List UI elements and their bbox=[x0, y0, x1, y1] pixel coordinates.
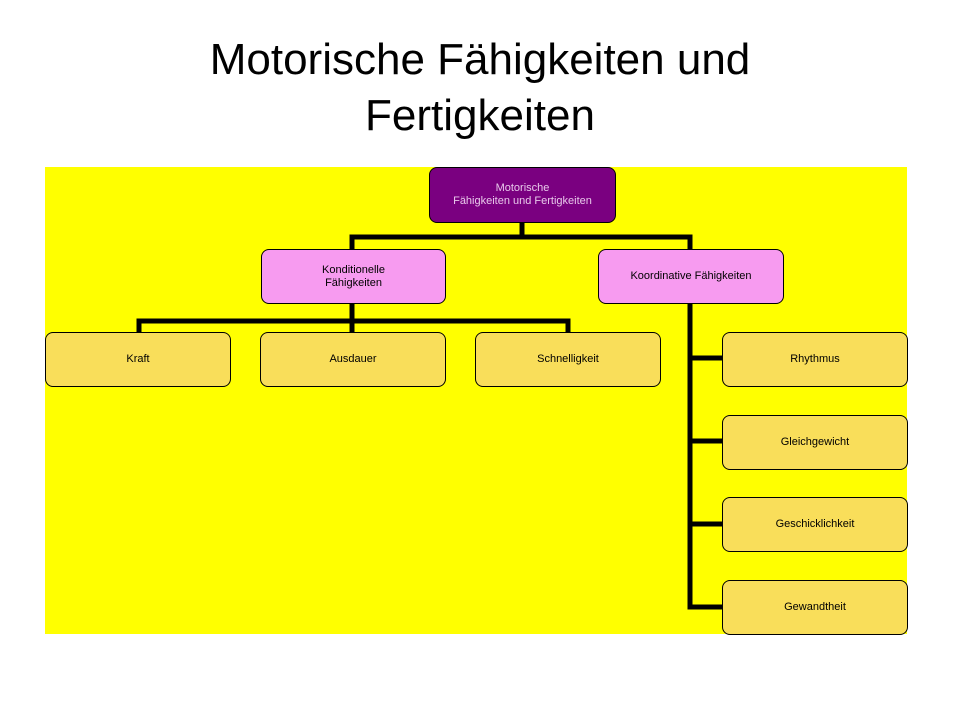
konditionelle-line-1: Konditionelle bbox=[322, 263, 385, 276]
koordinative-faehigkeiten-node: Koordinative Fähigkeiten bbox=[598, 249, 784, 304]
gleichgewicht-label: Gleichgewicht bbox=[780, 436, 850, 448]
schnelligkeit-node: Schnelligkeit bbox=[475, 332, 661, 387]
root-node-line-2: Fähigkeiten und Fertigkeiten bbox=[453, 195, 592, 207]
ausdauer-label: Ausdauer bbox=[329, 353, 377, 365]
title-line-2: Fertigkeiten bbox=[365, 91, 595, 140]
page-title: Motorische Fähigkeiten und Fertigkeiten bbox=[0, 32, 960, 144]
gewandtheit-node: Gewandtheit bbox=[722, 580, 908, 635]
rhythmus-label: Rhythmus bbox=[790, 353, 840, 365]
root-node: Motorische Fähigkeiten und Fertigkeiten bbox=[429, 167, 616, 223]
root-node-line-1: Motorische bbox=[495, 182, 550, 194]
gewandtheit-label: Gewandtheit bbox=[784, 601, 846, 613]
gleichgewicht-node: Gleichgewicht bbox=[722, 415, 908, 470]
rhythmus-node: Rhythmus bbox=[722, 332, 908, 387]
schnelligkeit-label: Schnelligkeit bbox=[537, 353, 599, 365]
kraft-node: Kraft bbox=[45, 332, 231, 387]
title-line-1: Motorische Fähigkeiten und bbox=[209, 35, 751, 84]
kraft-label: Kraft bbox=[126, 353, 150, 365]
konditionelle-line-2: Fähigkeiten bbox=[325, 276, 382, 289]
ausdauer-node: Ausdauer bbox=[260, 332, 446, 387]
geschicklichkeit-label: Geschicklichkeit bbox=[775, 518, 855, 530]
diagram-background bbox=[45, 167, 907, 634]
koordinative-label: Koordinative Fähigkeiten bbox=[630, 270, 752, 282]
konditionelle-faehigkeiten-node: Konditionelle Fähigkeiten bbox=[261, 249, 446, 304]
geschicklichkeit-node: Geschicklichkeit bbox=[722, 497, 908, 552]
